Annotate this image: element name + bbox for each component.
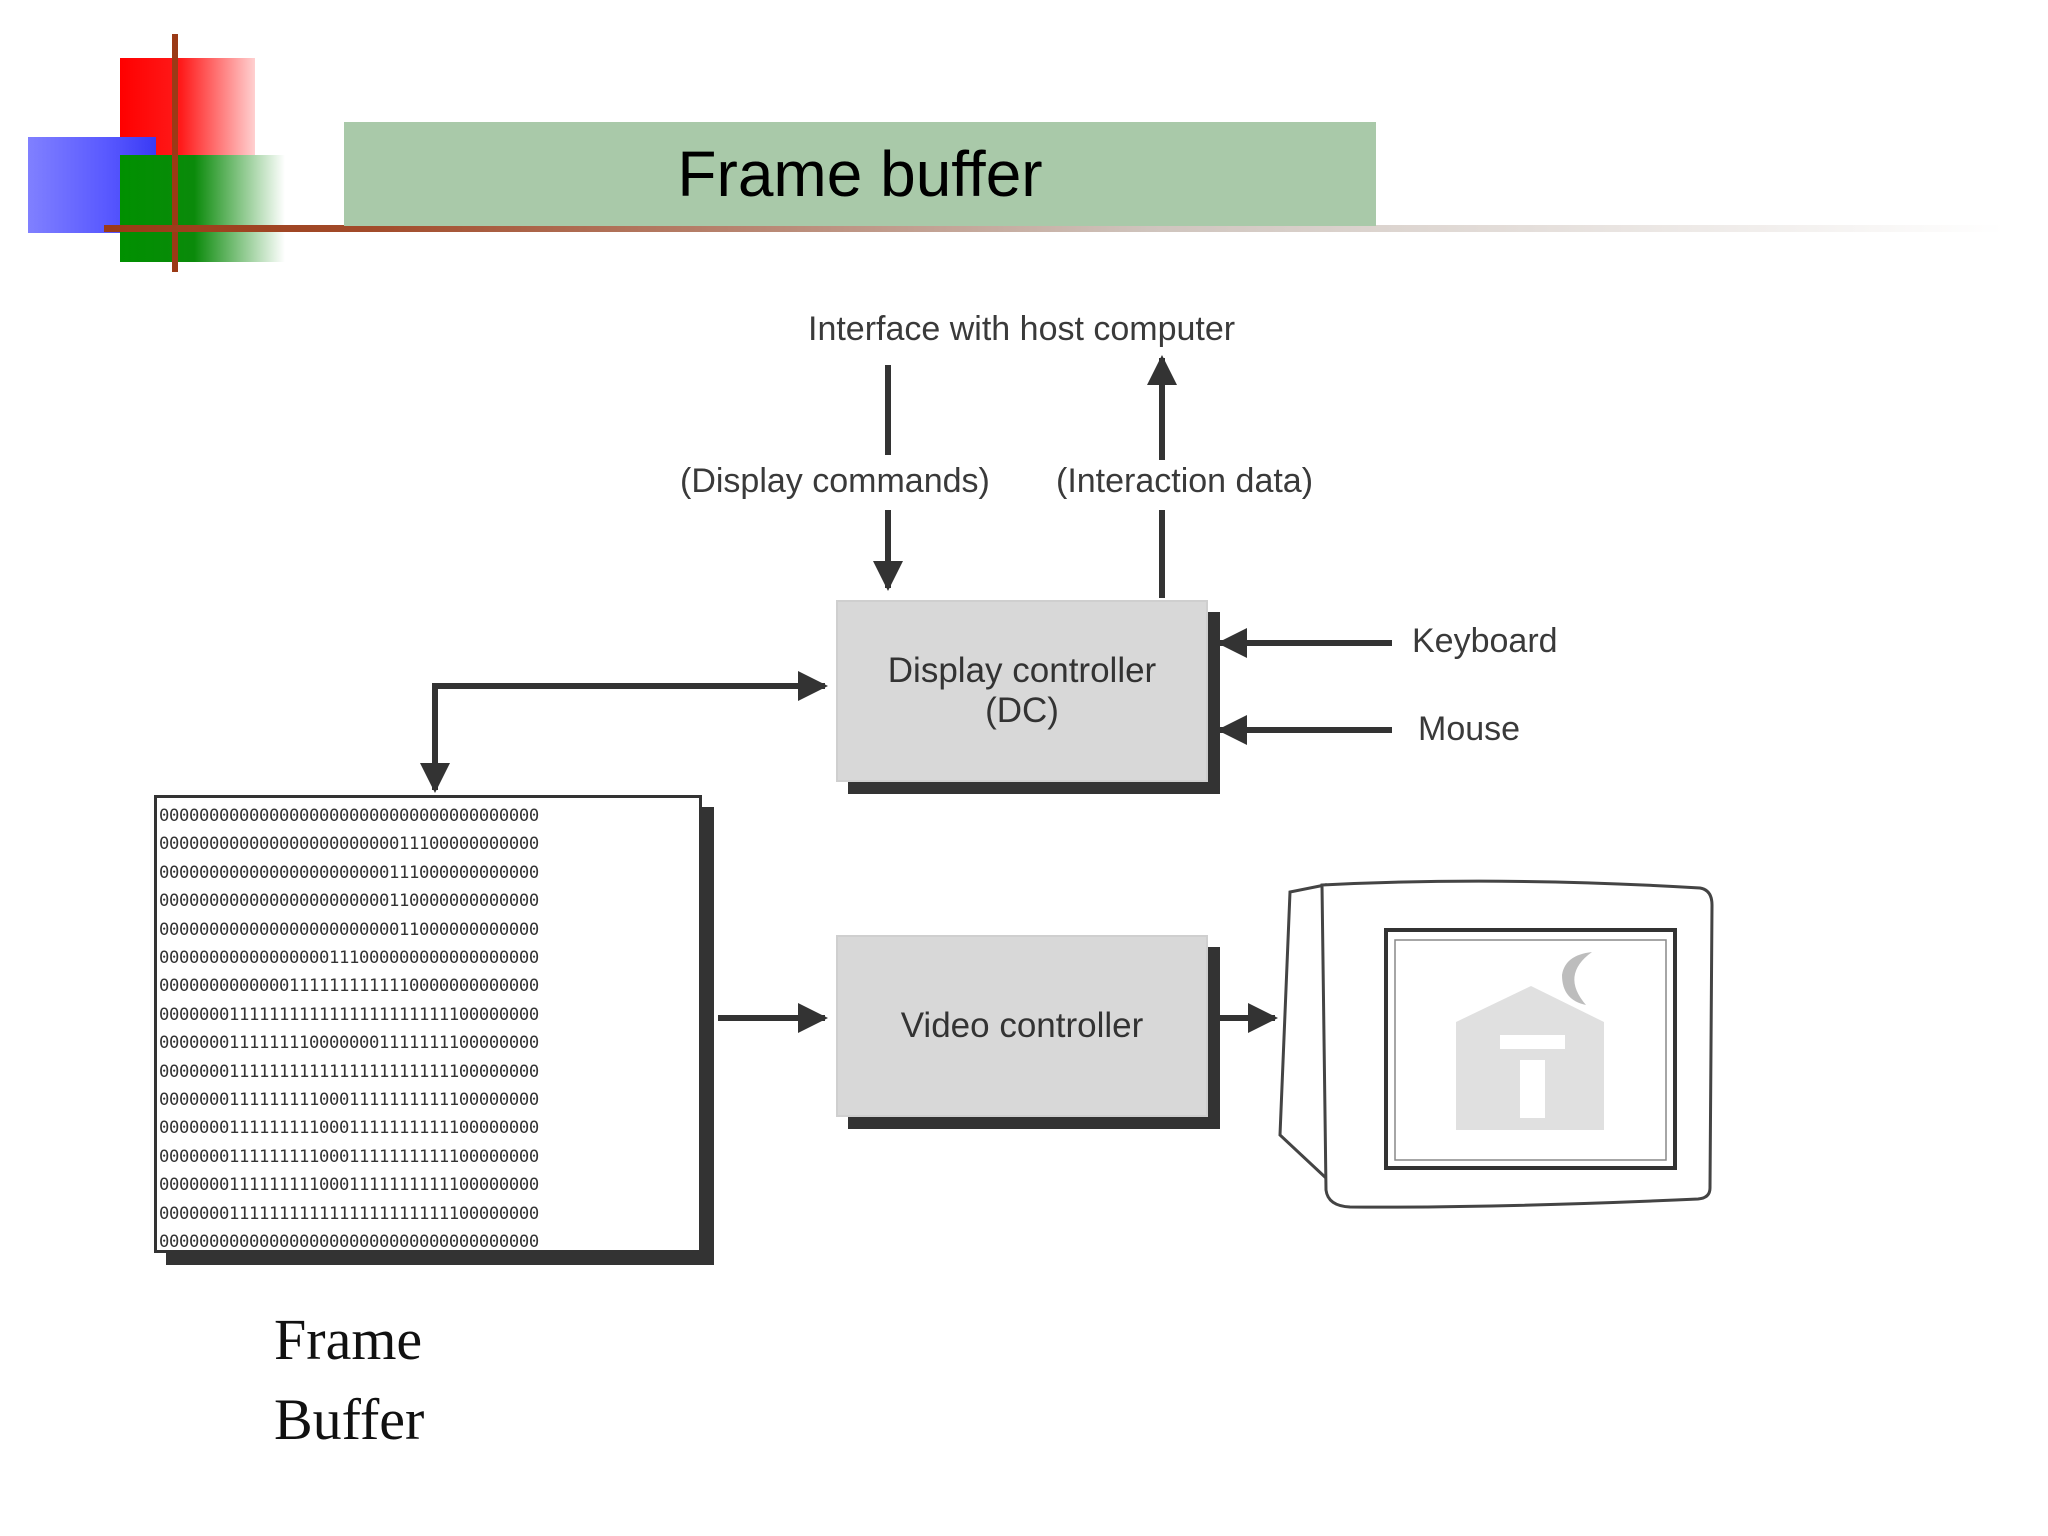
frame-buffer-row: 00000000000000000111000000000000000000 [159,948,539,969]
house-icon [1456,986,1604,1130]
frame-buffer-row: 00000000000000000000000011000000000000 [159,919,539,940]
frame-buffer-row: 00000001111111111111111111111100000000 [159,1203,539,1224]
video-controller-label: Video controller [900,1006,1144,1045]
mouse-label: Mouse [1418,710,1521,748]
title-underline [104,225,2004,232]
frame-buffer-grid: 00000000000000000000000000000000000000 00… [154,795,702,1253]
frame-buffer-row: 00000000000000000000000111000000000000 [159,862,539,883]
frame-buffer-row: 00000000000000000000000011100000000000 [159,834,539,855]
slide-title: Frame buffer [677,138,1043,210]
display-controller-label: Display controller [887,651,1157,690]
moon-icon [1562,952,1592,1005]
logo-vertical-line [172,34,178,272]
video-controller-box: Video controller [836,935,1208,1117]
logo-green-square [120,155,285,262]
host-interface-label: Interface with host computer [808,310,1236,348]
display-controller-abbr: (DC) [985,691,1059,730]
frame-buffer-row: 00000001111111111111111111111100000000 [159,1004,539,1025]
frame-buffer-row: 00000001111111110001111111111100000000 [159,1175,539,1196]
frame-buffer-row: 00000000000000000000000000000000000000 [159,806,539,826]
frame-buffer-row: 00000001111111100000001111111100000000 [159,1033,539,1054]
interaction-data-label: (Interaction data) [1056,462,1314,500]
frame-buffer-caption-line-1: Frame [274,1307,423,1372]
title-bar [344,122,1376,226]
keyboard-label: Keyboard [1412,622,1558,660]
frame-buffer-row: 00000001111111110001111111111100000000 [159,1118,539,1139]
frame-buffer-caption-line-2: Buffer [274,1387,425,1452]
frame-buffer-caption: Frame Buffer [274,1300,424,1460]
frame-buffer-row: 00000000000001111111111110000000000000 [159,976,539,997]
frame-buffer-row: 00000001111111110001111111111100000000 [159,1146,539,1167]
frame-buffer-row: 00000001111111110001111111111100000000 [159,1090,539,1111]
display-controller-box: Display controller (DC) [836,600,1208,782]
frame-buffer-row: 00000001111111111111111111111100000000 [159,1061,539,1082]
frame-buffer-row: 00000000000000000000000110000000000000 [159,891,539,912]
display-commands-label: (Display commands) [680,462,990,500]
frame-buffer-row: 00000000000000000000000000000000000000 [159,1232,539,1253]
dc-framebuffer-link [420,671,828,793]
monitor-illustration [1278,879,1714,1209]
